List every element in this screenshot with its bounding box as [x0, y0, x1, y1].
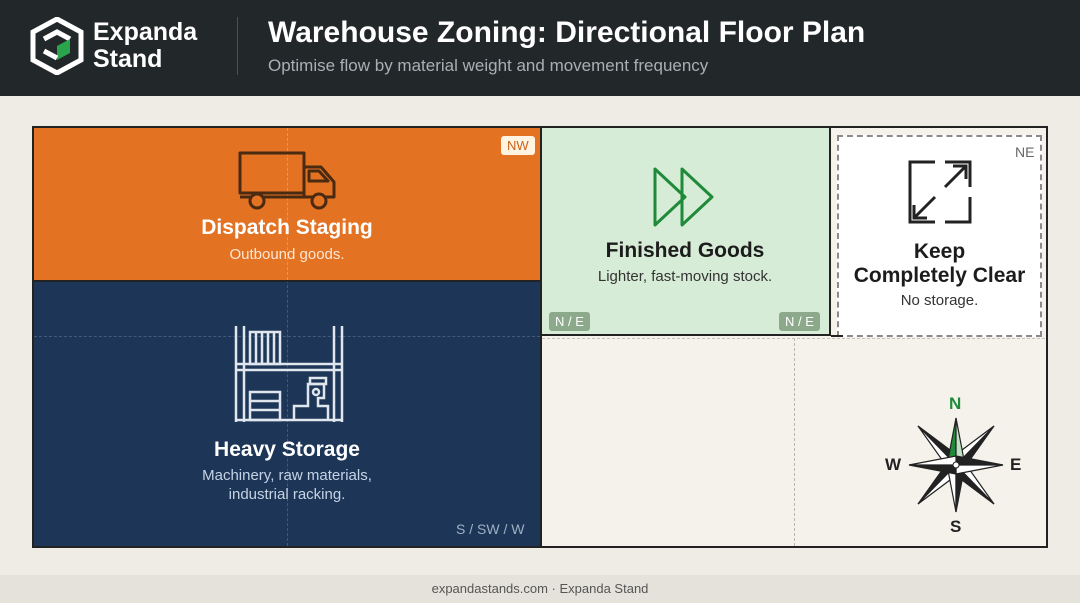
compass-east-label: E — [1010, 455, 1022, 474]
truck-icon — [238, 151, 336, 210]
floor-plan: NW Dispatch Staging Outbound goods. — [32, 126, 1048, 548]
zone-separator — [540, 128, 542, 546]
zone-desc-finished: Lighter, fast-moving stock. — [597, 268, 773, 285]
grid-line — [287, 128, 288, 280]
footer-text: expandastands.com · Expanda Stand — [431, 581, 649, 596]
footer-bar: expandastands.com · Expanda Stand — [0, 575, 1080, 603]
zone-desc-heavy-line-2: industrial racking. — [228, 486, 346, 503]
header-bar: Expanda Stand Warehouse Zoning: Directio… — [0, 0, 1080, 96]
zone-separator — [831, 335, 843, 337]
compass-rose: N W E S — [872, 390, 1042, 540]
grid-line — [34, 336, 540, 337]
zone-separator — [34, 280, 540, 282]
zone-direction-clear: NE — [1015, 144, 1035, 160]
zone-badge-nw: NW — [501, 136, 535, 155]
zone-badge-ne-right: N / E — [779, 312, 820, 331]
keep-clear-zone: NE Keep Completely Clear No storage. — [837, 135, 1042, 337]
zone-title-finished: Finished Goods — [605, 239, 765, 262]
dispatch-staging-zone: NW Dispatch Staging Outbound goods. — [34, 128, 540, 280]
zone-direction-heavy: S / SW / W — [456, 521, 525, 537]
expand-arrows-icon — [908, 160, 972, 224]
zone-desc-clear: No storage. — [900, 292, 979, 309]
zone-title-heavy: Heavy Storage — [214, 438, 360, 461]
grid-line — [794, 128, 795, 546]
fast-forward-icon — [653, 167, 714, 227]
header-divider — [237, 17, 238, 75]
zone-desc-heavy-line-1: Machinery, raw materials, — [202, 467, 372, 484]
page-subtitle: Optimise flow by material weight and mov… — [268, 56, 709, 75]
compass-star-icon — [908, 417, 1004, 513]
zone-badge-ne-left: N / E — [549, 312, 590, 331]
finished-goods-zone: Finished Goods Lighter, fast-moving stoc… — [541, 128, 831, 336]
compass-north-label: N — [949, 394, 962, 413]
zone-title-clear-line-1: Keep — [913, 240, 966, 263]
brand-name: Expanda Stand — [93, 19, 197, 73]
zone-title-dispatch: Dispatch Staging — [201, 216, 373, 239]
expanda-logo-icon — [30, 17, 84, 75]
zone-desc-dispatch: Outbound goods. — [229, 246, 345, 263]
brand-line-2: Stand — [93, 45, 163, 73]
industrial-racking-icon — [234, 326, 344, 422]
compass-south-label: S — [950, 517, 962, 536]
brand-line-1: Expanda — [93, 18, 198, 46]
grid-line — [542, 338, 1046, 339]
zone-title-clear-line-2: Completely Clear — [853, 264, 1026, 287]
heavy-storage-zone: Heavy Storage Machinery, raw materials, … — [34, 280, 540, 546]
page-title: Warehouse Zoning: Directional Floor Plan — [268, 16, 866, 49]
grid-line — [287, 280, 288, 546]
compass-west-label: W — [885, 455, 902, 474]
